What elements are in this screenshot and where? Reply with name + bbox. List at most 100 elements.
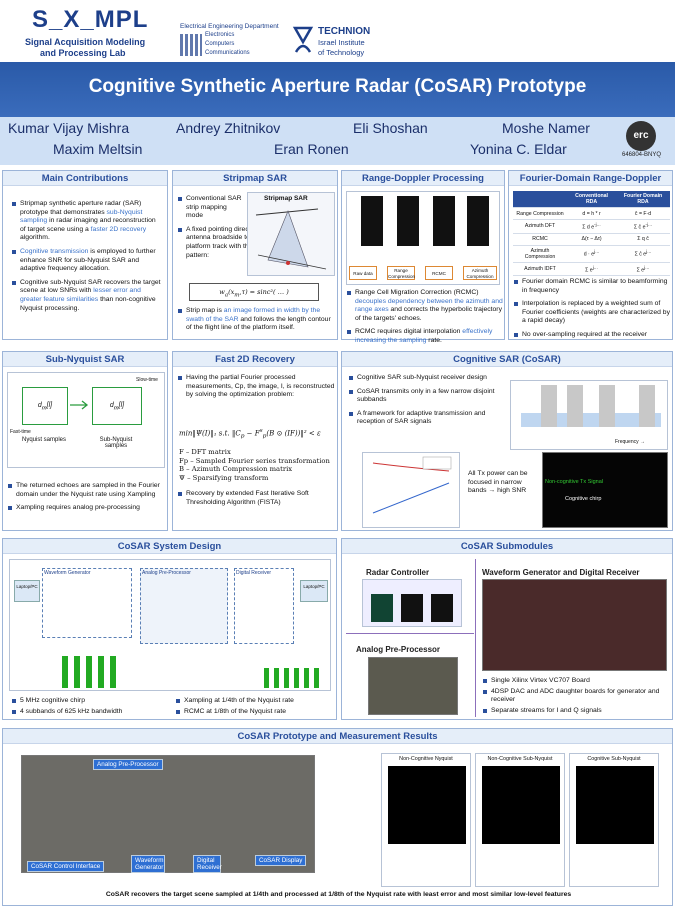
slow-time-label: Slow-time — [136, 377, 158, 383]
panel-title: Cognitive SAR (CoSAR) — [342, 352, 672, 367]
block-laptop: Laptop/PC — [14, 580, 40, 602]
bullet: Single Xilinx Virtex VC707 Board — [482, 677, 670, 686]
panel-title: Fast 2D Recovery — [173, 352, 337, 367]
bullet: Strip map is an image formed in width by… — [177, 307, 335, 333]
bullet: RCMC requires digital interpolation effe… — [346, 328, 504, 345]
preview-tile — [401, 594, 423, 622]
panel-title: CoSAR Submodules — [342, 539, 672, 554]
block-laptop: Laptop/PC — [300, 580, 328, 602]
definition: F – DFT matrix — [179, 448, 231, 456]
rd-image — [397, 196, 419, 246]
submodules-panel: CoSAR Submodules Radar Controller Analog… — [341, 538, 673, 720]
result-image — [482, 766, 560, 844]
univ-sub-line1: Israel Institute — [318, 38, 365, 47]
bullet: Cognitive SAR sub-Nyquist receiver desig… — [348, 374, 503, 383]
panel-title: Fourier-Domain Range-Doppler — [509, 171, 672, 186]
subband-spectrum-figure: Frequency → — [510, 380, 668, 450]
bullet: Stripmap synthetic aperture radar (SAR) … — [11, 200, 161, 243]
nyquist-block: dm[l] — [22, 387, 68, 425]
subband — [541, 385, 557, 427]
analog-preprocessor-title: Analog Pre-Processor — [356, 645, 441, 654]
lab-name-line2: and Processing Lab — [40, 48, 126, 58]
submodule-divider — [346, 633, 474, 634]
submodule-divider-vertical — [475, 559, 476, 717]
block-label: Digital Receiver — [236, 570, 272, 576]
bullet: 5 MHz cognitive chirp — [11, 697, 161, 706]
panel-title: CoSAR System Design — [3, 539, 336, 554]
flow-box: Range Compression — [387, 266, 416, 280]
block-analog-preprocessor: Analog Pre-Processor — [140, 568, 228, 644]
radar-controller-screenshot — [362, 579, 462, 627]
bullet: Recovery by extended Fast Iterative Soft… — [177, 490, 335, 507]
dept-dots — [180, 34, 202, 56]
bullet: Conventional SAR strip mapping mode — [177, 195, 245, 221]
dept-name: Electrical Engineering Department — [180, 23, 279, 30]
bullet: RCMC at 1/8th of the Nyquist rate — [175, 708, 335, 717]
waveform-digital-title: Waveform Generator and Digital Receiver — [482, 568, 640, 577]
bullet: 4 subbands of 625 kHz bandwidth — [11, 708, 161, 717]
definition: Ψ – Sparsifying transform — [179, 473, 269, 482]
panel-title: Range-Doppler Processing — [342, 171, 504, 186]
table-header: Fourier Domain RDA — [616, 191, 670, 208]
bullet: Range Cell Migration Correction (RCMC) d… — [346, 289, 504, 323]
erc-grant-code: 646804-BNYQ — [622, 152, 662, 158]
lab-name-line1: Signal Acquisition Modeling — [25, 37, 146, 47]
result-title: Cognitive Sub-Nyquist — [587, 756, 641, 762]
tag-control-interface: CoSAR Control Interface — [27, 861, 105, 872]
erc-logo: erc — [626, 121, 656, 151]
tag-waveform-generator: Waveform Generator — [131, 855, 165, 873]
panel-title: Main Contributions — [3, 171, 167, 186]
dept-item: Electronics — [205, 32, 235, 38]
table-header — [513, 191, 568, 208]
block-waveform-generator: Waveform Generator — [42, 568, 132, 638]
cosar-panel: Cognitive SAR (CoSAR) Cognitive SAR sub-… — [341, 351, 673, 531]
bullet: A framework for adaptive transmission an… — [348, 410, 503, 427]
bullet: 4DSP DAC and ADC daughter boards for gen… — [482, 688, 670, 705]
dept-item: Communications — [205, 50, 250, 56]
sub-nyquist-panel: Sub-Nyquist SAR Slow-time Fast-time dm[l… — [2, 351, 168, 531]
author-name: Yonina C. Eldar — [470, 141, 567, 157]
author-name: Andrey Zhitnikov — [176, 120, 281, 136]
panel-title: Stripmap SAR — [173, 171, 337, 186]
system-block-diagram: Laptop/PC Waveform Generator Analog Pre-… — [9, 559, 331, 691]
sub-nyquist-samples-label: Sub-Nyquist samples — [99, 437, 133, 449]
bullet: Interpolation is replaced by a weighted … — [513, 300, 671, 326]
author-name: Kumar Vijay Mishra — [8, 120, 130, 136]
chirp-label: Cognitive chirp — [565, 496, 602, 502]
bullet: CoSAR transmits only in a few narrow dis… — [348, 388, 503, 405]
bullet: The returned echoes are sampled in the F… — [7, 482, 165, 499]
author-name: Moshe Namer — [502, 120, 590, 136]
preview-tile — [431, 594, 453, 622]
bullet: Separate streams for I and Q signals — [482, 707, 670, 716]
fourier-rd-panel: Fourier-Domain Range-Doppler Conventiona… — [508, 170, 673, 340]
tag-digital-receiver: Digital Receiver — [193, 855, 222, 873]
univ-sub-line2: of Technology — [318, 48, 365, 57]
definition: Fp – Sampled Fourier series transformati… — [179, 456, 330, 465]
block-label: Waveform Generator — [44, 570, 91, 576]
arrow-right-icon — [70, 400, 89, 410]
subband — [567, 385, 583, 427]
author-bar: Kumar Vijay Mishra Andrey Zhitnikov Eli … — [0, 117, 675, 165]
rd-image — [467, 196, 489, 246]
radar-controller-title: Radar Controller — [366, 568, 430, 577]
analog-preprocessor-photo — [368, 657, 458, 715]
frequency-axis-label: Frequency → — [615, 439, 646, 445]
definition: B – Azimuth Compression matrix — [179, 465, 293, 474]
cosar-spectrum-image: Non-cognitive Tx Signal Cognitive chirp — [542, 452, 668, 528]
author-name: Eli Shoshan — [353, 120, 428, 136]
nyquist-samples-label: Nyquist samples — [22, 437, 67, 443]
spectrum-green — [264, 668, 324, 688]
technion-emblem-icon — [292, 26, 314, 53]
range-doppler-figure: Raw data Range Compression RCMC Azimuth … — [346, 191, 500, 285]
bullet: Having the partial Fourier processed mea… — [177, 374, 335, 400]
stripmap-geometry-icon — [255, 208, 327, 270]
bullet: No over-sampling required at the receive… — [513, 331, 671, 340]
beam-pattern-equation: wa(xm,τ) = sinc²( … ) — [189, 283, 319, 301]
stripmap-diagram-label: Stripmap SAR — [264, 195, 308, 202]
